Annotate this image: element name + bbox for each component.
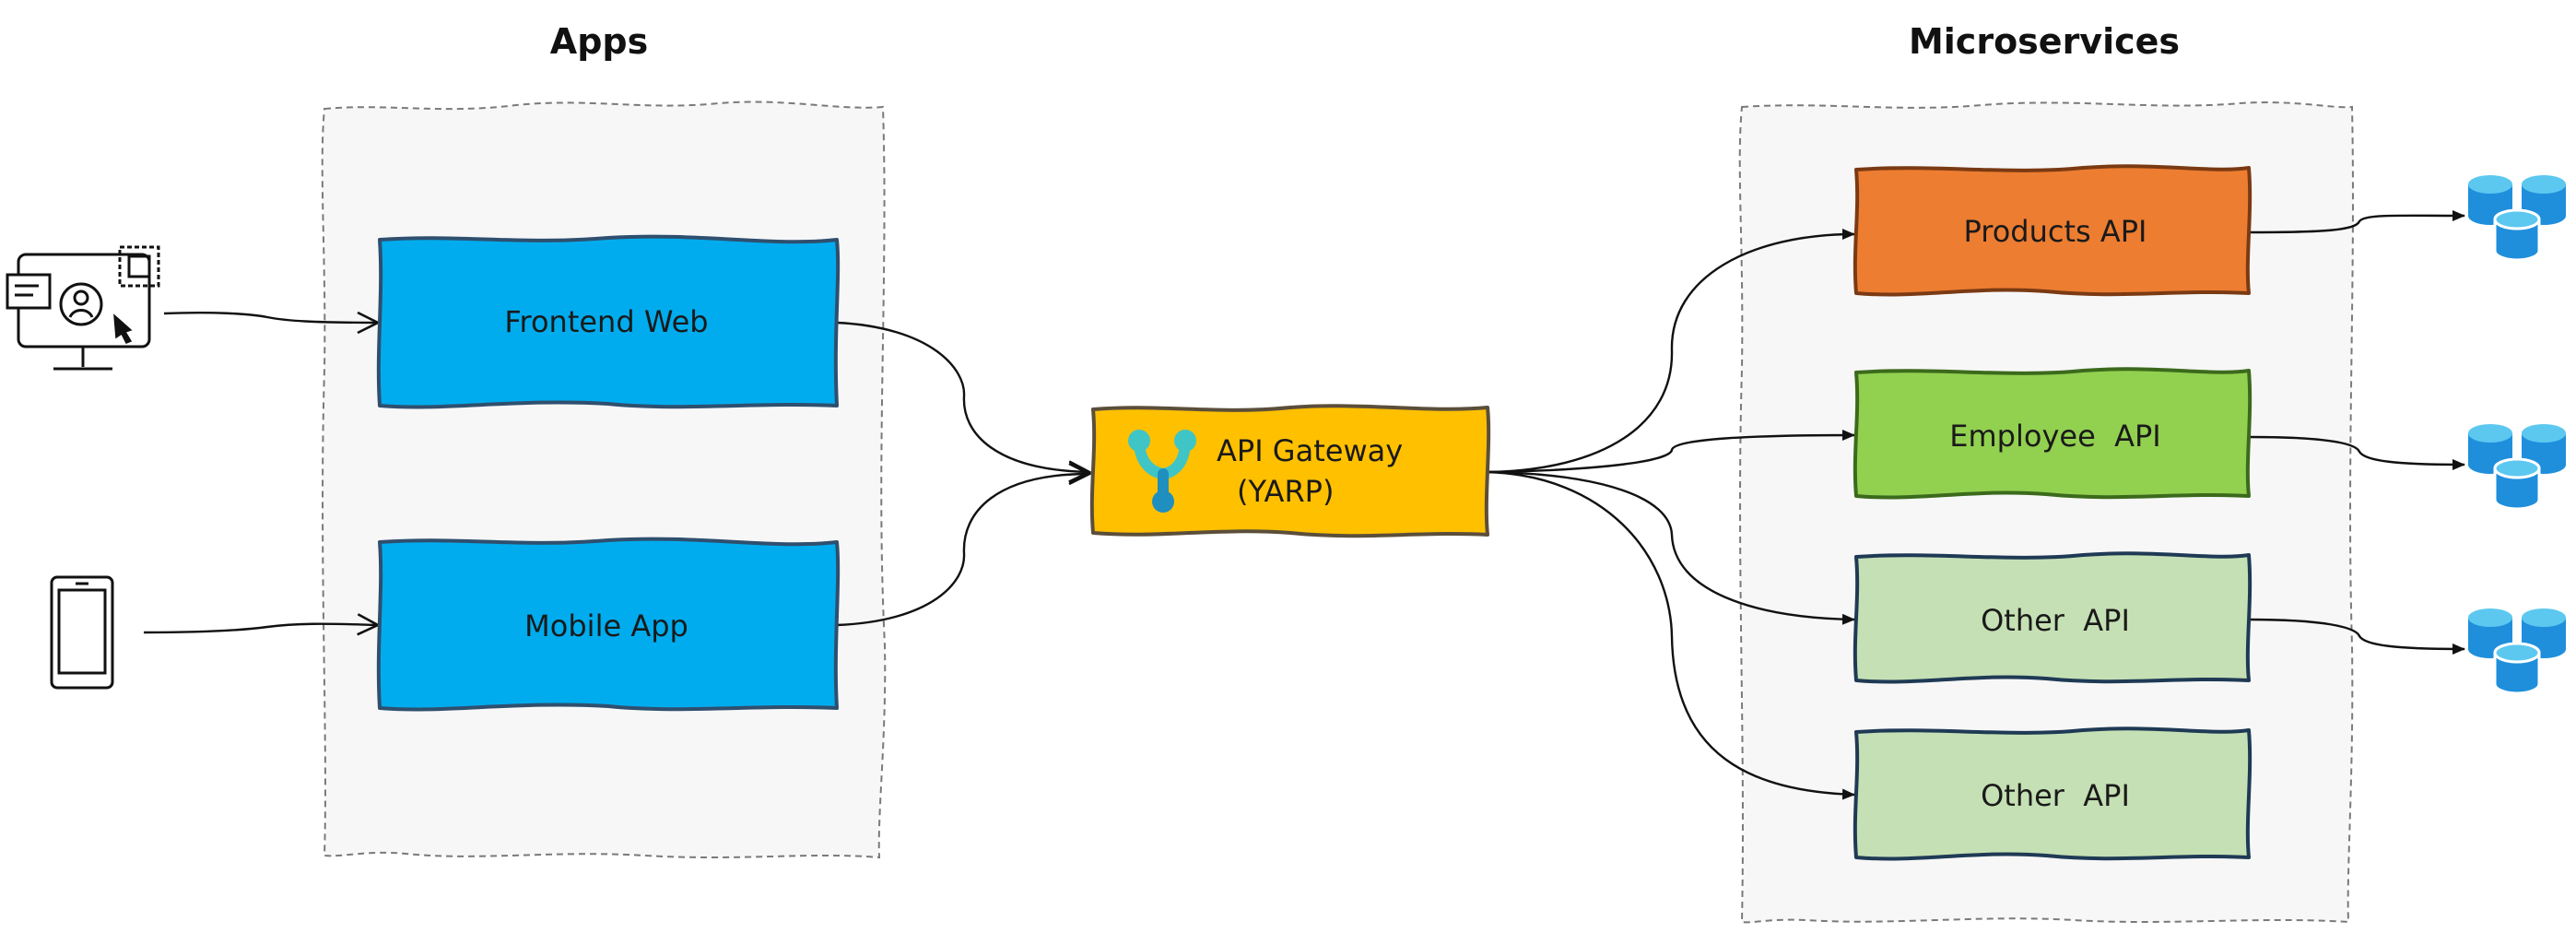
api-gateway-subtitle: (YARP) <box>1237 474 1334 509</box>
microservices-container <box>1738 101 2354 924</box>
frontend-web-box <box>376 234 841 409</box>
api-gateway-node[interactable]: API Gateway (YARP) <box>1089 404 1491 538</box>
edge-gateway-to-employee <box>1487 430 1855 474</box>
employee-api-box <box>1853 367 2253 500</box>
edge-employee-to-db <box>2248 435 2465 470</box>
edge-gateway-to-other-2 <box>1487 470 1855 800</box>
other-api-label-1: Other API <box>1981 603 2130 638</box>
other-api-box-2 <box>1853 726 2253 861</box>
frontend-web-node[interactable]: Frontend Web <box>376 234 841 409</box>
mobile-app-node[interactable]: Mobile App <box>376 537 841 712</box>
products-api-node[interactable]: Products API <box>1853 164 2253 297</box>
git-branch-icon <box>1128 430 1196 513</box>
other-api-node-1[interactable]: Other API <box>1853 551 2253 684</box>
edge-frontend-to-gateway <box>836 321 1089 472</box>
frontend-web-label: Frontend Web <box>504 304 708 339</box>
employee-api-node[interactable]: Employee API <box>1853 367 2253 500</box>
employee-api-label: Employee API <box>1949 419 2160 454</box>
edge-phone-to-mobile <box>143 624 378 632</box>
desktop-user-icon <box>6 245 160 371</box>
mobile-app-label: Mobile App <box>524 608 688 644</box>
edge-mobile-to-gateway <box>836 474 1089 627</box>
database-icon-other <box>2468 608 2566 695</box>
edge-gateway-to-other-1 <box>1487 470 1855 625</box>
other-api-box-1 <box>1853 551 2253 684</box>
apps-heading: Apps <box>550 21 648 62</box>
mobile-app-box <box>376 537 841 712</box>
other-api-node-2[interactable]: Other API <box>1853 726 2253 861</box>
edge-gateway-to-products <box>1487 229 1855 474</box>
products-api-box <box>1853 164 2253 297</box>
apps-container <box>321 100 887 859</box>
database-icon-employee <box>2468 424 2566 511</box>
smartphone-icon <box>50 575 114 690</box>
edge-products-to-db <box>2248 209 2465 234</box>
other-api-label-2: Other API <box>1981 778 2130 813</box>
products-api-label: Products API <box>1964 214 2147 249</box>
edge-desktop-to-frontend <box>163 313 378 323</box>
edge-other-to-db <box>2248 618 2465 655</box>
api-gateway-title: API Gateway <box>1217 433 1403 468</box>
database-icon-products <box>2468 175 2566 262</box>
microservices-heading: Microservices <box>1909 21 2180 62</box>
